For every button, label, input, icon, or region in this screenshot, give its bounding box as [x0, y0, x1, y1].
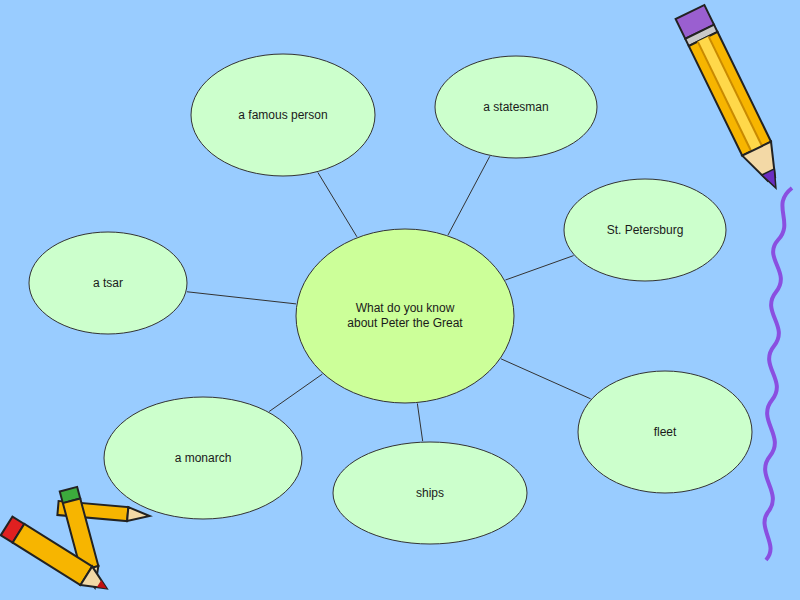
ellipse-shape: [296, 229, 514, 403]
node-label: a tsar: [93, 276, 123, 291]
text-block: fleet: [654, 425, 677, 440]
node-label: a monarch: [175, 451, 232, 466]
topic-ellipse: ships: [332, 441, 528, 545]
topic-ellipse: St. Petersburg: [563, 178, 727, 282]
node-label: a famous person: [238, 108, 327, 123]
connector-line: [448, 156, 490, 235]
ellipse-shape: [29, 232, 187, 334]
central-ellipse: What do you know about Peter the Great: [295, 228, 515, 404]
text-block: What do you know about Peter the Great: [345, 301, 465, 331]
ellipse-shape: [104, 397, 302, 519]
ellipse-shape: [564, 179, 726, 281]
topic-ellipse: fleet: [577, 370, 753, 494]
connector-line: [269, 374, 322, 411]
ellipse-shape: [578, 371, 752, 493]
ellipse-shape: [191, 54, 375, 176]
connector-line: [501, 359, 591, 399]
topic-ellipse: a statesman: [434, 55, 598, 159]
node-label: ships: [416, 486, 444, 501]
node-label: St. Petersburg: [607, 223, 684, 238]
connector-line: [417, 403, 422, 441]
topic-ellipse: a tsar: [28, 231, 188, 335]
node-label: fleet: [654, 425, 677, 440]
pencil: [676, 5, 791, 195]
topic-ellipse: a famous person: [190, 53, 376, 177]
ellipse-shape: [435, 56, 597, 158]
text-block: St. Petersburg: [607, 223, 684, 238]
text-block: a statesman: [483, 100, 548, 115]
text-block: ships: [416, 486, 444, 501]
wavy-line: [765, 188, 792, 560]
connector-line: [187, 292, 296, 304]
text-block: a tsar: [93, 276, 123, 291]
ellipse-shape: [333, 442, 527, 544]
topic-ellipse: a monarch: [103, 396, 303, 520]
connector-line: [505, 256, 573, 280]
node-label: a statesman: [483, 100, 548, 115]
text-block: a famous person: [238, 108, 327, 123]
text-block: a monarch: [175, 451, 232, 466]
node-label: What do you know about Peter the Great: [345, 301, 465, 331]
pencil: [1, 517, 113, 598]
connector-line: [318, 172, 357, 236]
